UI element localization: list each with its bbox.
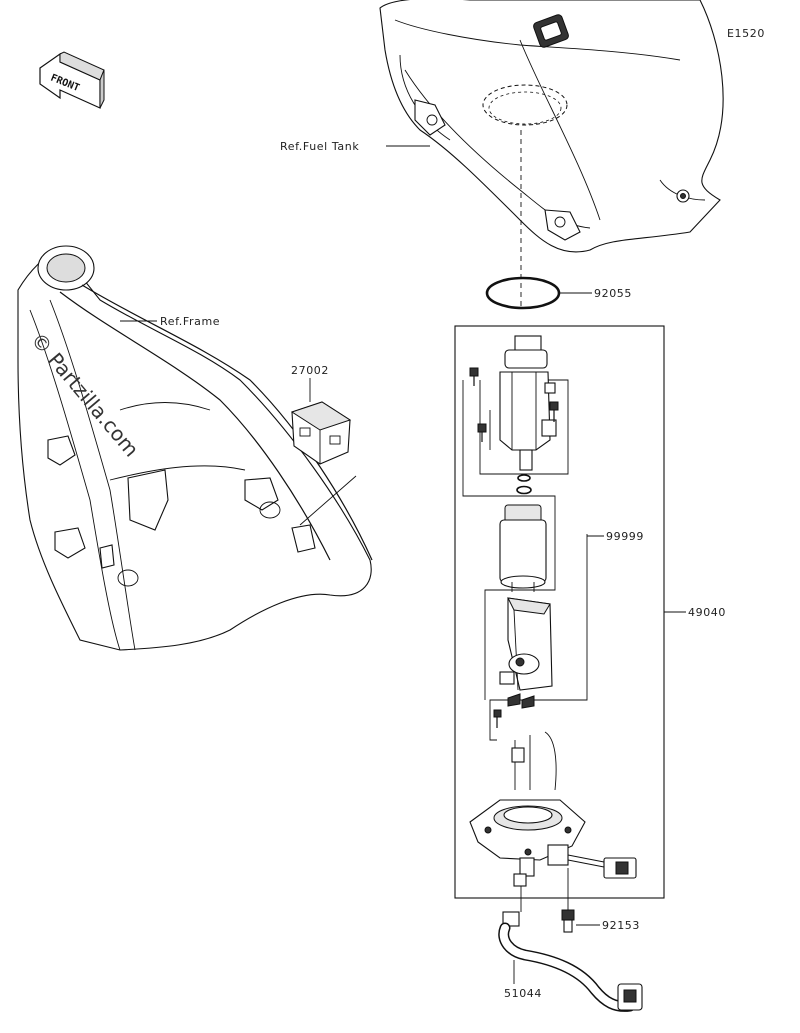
small-o-ring xyxy=(517,474,531,482)
fuel-filter-housing xyxy=(499,597,553,691)
part-label-27002: 27002 xyxy=(291,364,329,377)
fuel-hose-51044 xyxy=(498,911,643,1012)
pump-module-upper xyxy=(469,335,569,475)
fuel-tank-illustration xyxy=(379,0,724,310)
front-arrow-icon: FRONT xyxy=(39,51,105,109)
retainer-clip xyxy=(507,693,521,707)
pump-base-flange xyxy=(469,731,637,887)
frame-illustration xyxy=(17,245,373,651)
small-o-ring xyxy=(516,485,532,495)
part-label-99999: 99999 xyxy=(606,530,644,543)
screw xyxy=(493,709,502,718)
diagram-code: E1520 xyxy=(727,27,765,40)
fuel-pump-motor xyxy=(499,504,547,592)
o-ring-gasket xyxy=(485,276,561,310)
retainer-clip xyxy=(521,695,535,709)
electrical-connector-27002 xyxy=(290,401,352,465)
part-label-92153: 92153 xyxy=(602,919,640,932)
part-label-92055: 92055 xyxy=(594,287,632,300)
part-label-49040: 49040 xyxy=(688,606,726,619)
ref-frame-label: Ref.Frame xyxy=(160,315,220,328)
bolt-92153 xyxy=(561,909,575,933)
ref-fuel-tank-label: Ref.Fuel Tank xyxy=(280,140,359,153)
part-label-51044: 51044 xyxy=(504,987,542,1000)
